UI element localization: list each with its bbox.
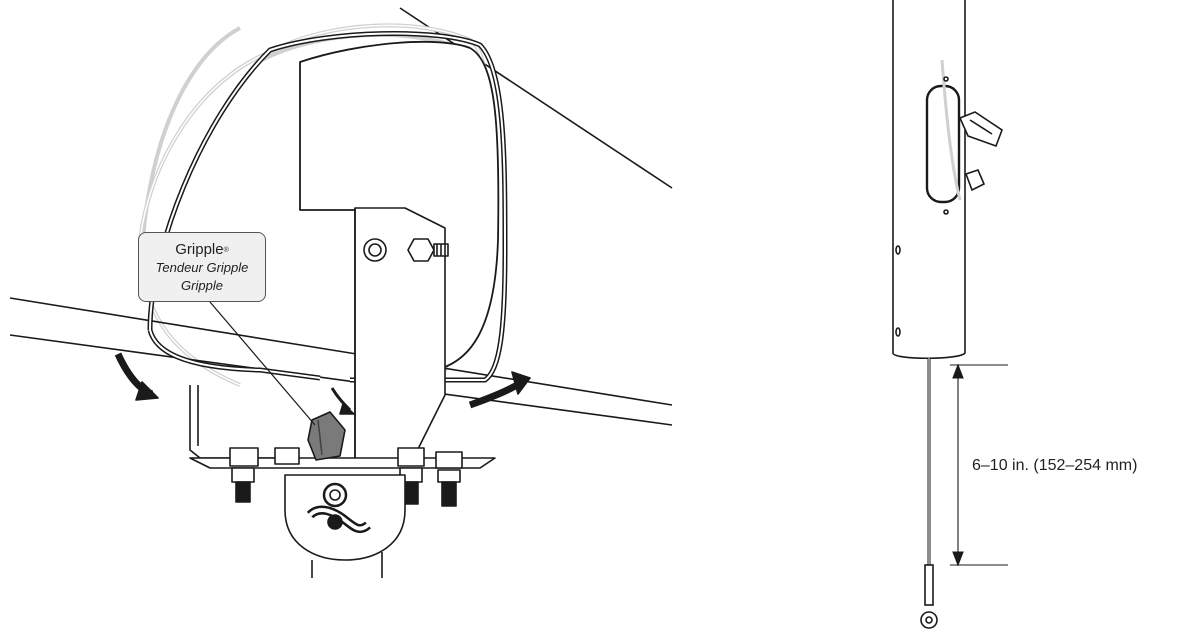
callout-line-2: Tendeur Gripple (155, 260, 249, 275)
callout-line-3: Gripple (181, 278, 223, 293)
u-frame (189, 385, 300, 459)
dimension-label: 6–10 in. (152–254 mm) (972, 457, 1138, 474)
eye-terminal (920, 611, 938, 629)
beam-line-1 (9, 297, 673, 406)
callout-leader (209, 301, 316, 426)
direction-arrows (114, 352, 531, 415)
callout-title: Gripple (175, 241, 224, 258)
speaker-body (299, 40, 500, 373)
gripple-device (307, 411, 346, 461)
connector-plug (958, 111, 1003, 192)
bracket-bolts (363, 238, 449, 262)
gripple-callout: Gripple® Tendeur Gripple Gripple (138, 232, 266, 302)
beam-line-2 (9, 334, 673, 426)
mount-assembly-illustration (9, 7, 673, 578)
dimension-marker (950, 363, 1008, 567)
pole-illustration (892, 0, 1008, 629)
base-nuts (229, 447, 463, 507)
trademark-symbol: ® (223, 247, 229, 254)
access-slot (925, 84, 961, 204)
